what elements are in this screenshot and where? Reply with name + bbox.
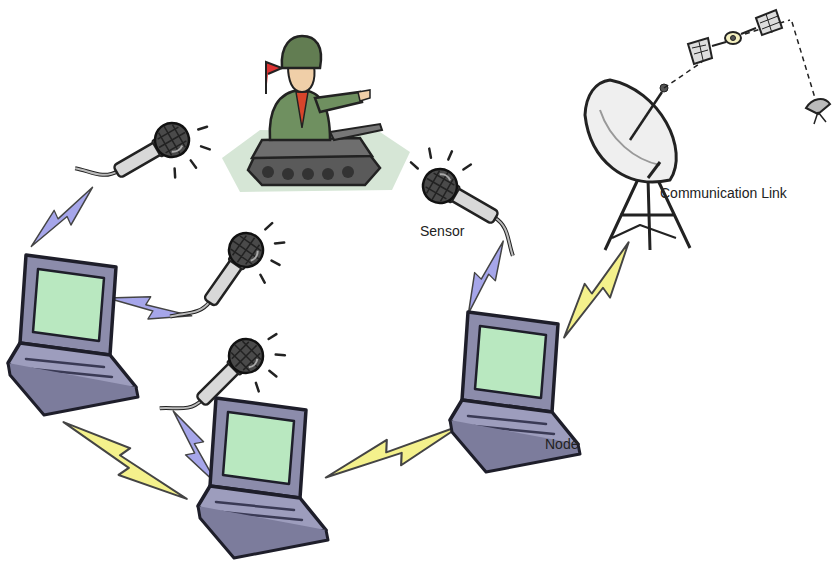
sensor-link <box>105 285 194 330</box>
node-link <box>57 408 192 515</box>
node-link <box>321 417 468 489</box>
satellites <box>664 10 830 124</box>
microphone-symbol <box>170 206 297 351</box>
tank-soldier <box>222 36 410 192</box>
label-text: Sensor <box>420 223 464 239</box>
node-link <box>551 237 644 345</box>
sensor-link <box>23 182 102 253</box>
laptop-symbol <box>198 398 328 558</box>
label-text: Node <box>545 436 578 452</box>
laptop-symbol <box>450 312 580 472</box>
microphone-symbol <box>75 101 222 220</box>
laptop-nodes <box>8 255 580 558</box>
label-text: Communication Link <box>660 185 787 201</box>
wireless-links <box>23 182 644 515</box>
sensor-link <box>455 237 514 317</box>
laptop-symbol <box>8 255 138 415</box>
satellite-dish <box>585 80 690 250</box>
microphone-symbol <box>396 136 543 255</box>
